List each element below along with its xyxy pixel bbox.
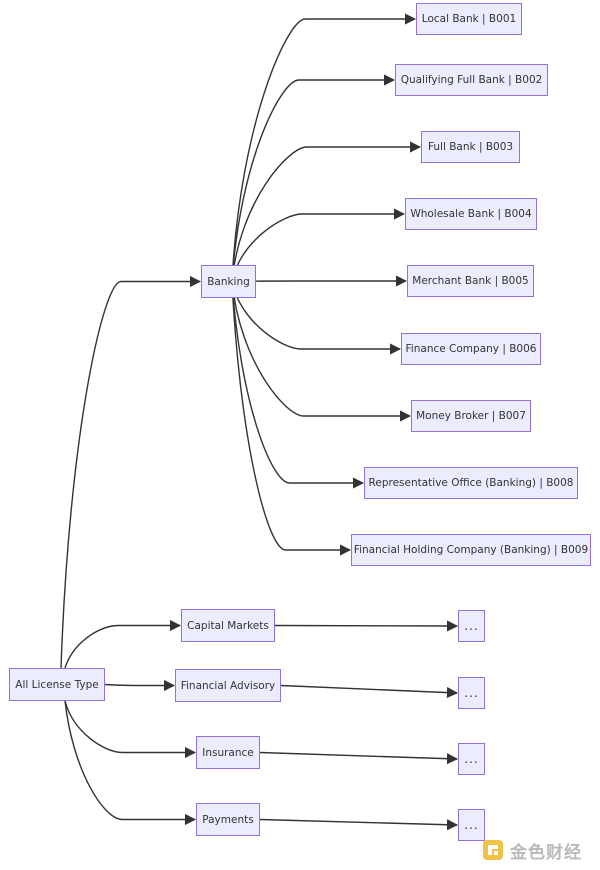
- node-label: ...: [464, 752, 479, 766]
- node-label: Insurance: [202, 746, 254, 759]
- node-label: Finance Company | B006: [405, 343, 537, 355]
- node-full-bank: Full Bank | B003: [421, 131, 520, 163]
- jinse-logo-icon: [483, 840, 503, 860]
- node-label: All License Type: [15, 678, 99, 691]
- edge-insurance-to-in_more: [259, 751, 459, 765]
- edge-all-to-insurance: [64, 700, 197, 759]
- node-merchant-bank: Merchant Bank | B005: [407, 265, 534, 297]
- node-capital-markets-more: ...: [458, 610, 485, 642]
- node-capital-markets: Capital Markets: [181, 609, 275, 642]
- node-label: Qualifying Full Bank | B002: [400, 74, 543, 86]
- node-label: ...: [464, 619, 479, 633]
- node-banking: Banking: [201, 265, 256, 298]
- edge-banking-to-b007: [231, 281, 412, 422]
- node-financial-advisory-more: ...: [458, 677, 485, 709]
- node-qualifying-full-bank: Qualifying Full Bank | B002: [395, 64, 548, 96]
- node-payments: Payments: [196, 803, 260, 836]
- node-payments-more: ...: [458, 809, 485, 841]
- node-label: Local Bank | B001: [421, 13, 517, 25]
- edge-advisory-to-fa_more: [280, 684, 459, 699]
- node-label: Wholesale Bank | B004: [410, 208, 532, 220]
- node-label: ...: [464, 818, 479, 832]
- node-insurance: Insurance: [196, 736, 260, 769]
- node-label: Merchant Bank | B005: [412, 275, 529, 287]
- node-financial-holding-company: Financial Holding Company (Banking) | B0…: [351, 534, 591, 566]
- node-label: Representative Office (Banking) | B008: [368, 477, 574, 489]
- edge-banking-to-b004: [231, 208, 406, 282]
- node-label: Capital Markets: [187, 619, 269, 632]
- edge-all-to-advisory: [104, 679, 176, 692]
- node-label: Banking: [207, 275, 250, 288]
- edge-capital-to-cm_more: [274, 620, 459, 632]
- edge-banking-to-b005: [231, 275, 408, 287]
- node-label: Financial Holding Company (Banking) | B0…: [353, 544, 589, 556]
- edge-banking-to-b009: [231, 281, 352, 556]
- node-label: ...: [464, 686, 479, 700]
- node-finance-company: Finance Company | B006: [401, 333, 541, 365]
- node-wholesale-bank: Wholesale Bank | B004: [405, 198, 537, 230]
- edge-banking-to-b002: [231, 74, 396, 282]
- edge-all-to-banking: [60, 275, 202, 669]
- edge-payments-to-pa_more: [259, 818, 459, 831]
- node-money-broker: Money Broker | B007: [411, 400, 531, 432]
- edge-banking-to-b001: [231, 13, 417, 282]
- node-local-bank: Local Bank | B001: [416, 3, 522, 35]
- node-representative-office: Representative Office (Banking) | B008: [364, 467, 578, 499]
- edge-all-to-payments: [64, 700, 197, 826]
- node-label: Payments: [202, 813, 254, 826]
- edge-banking-to-b008: [231, 281, 365, 489]
- edge-banking-to-b006: [231, 281, 402, 355]
- edge-all-to-capital: [64, 619, 182, 669]
- watermark: 金色财经: [482, 837, 582, 863]
- edge-banking-to-b003: [231, 141, 422, 282]
- node-label: Money Broker | B007: [416, 410, 526, 422]
- node-financial-advisory: Financial Advisory: [175, 669, 281, 702]
- node-label: Financial Advisory: [180, 679, 276, 692]
- node-insurance-more: ...: [458, 743, 485, 775]
- node-label: Full Bank | B003: [427, 141, 514, 153]
- node-all-license-type: All License Type: [9, 668, 105, 701]
- watermark-text: 金色财经: [510, 842, 582, 863]
